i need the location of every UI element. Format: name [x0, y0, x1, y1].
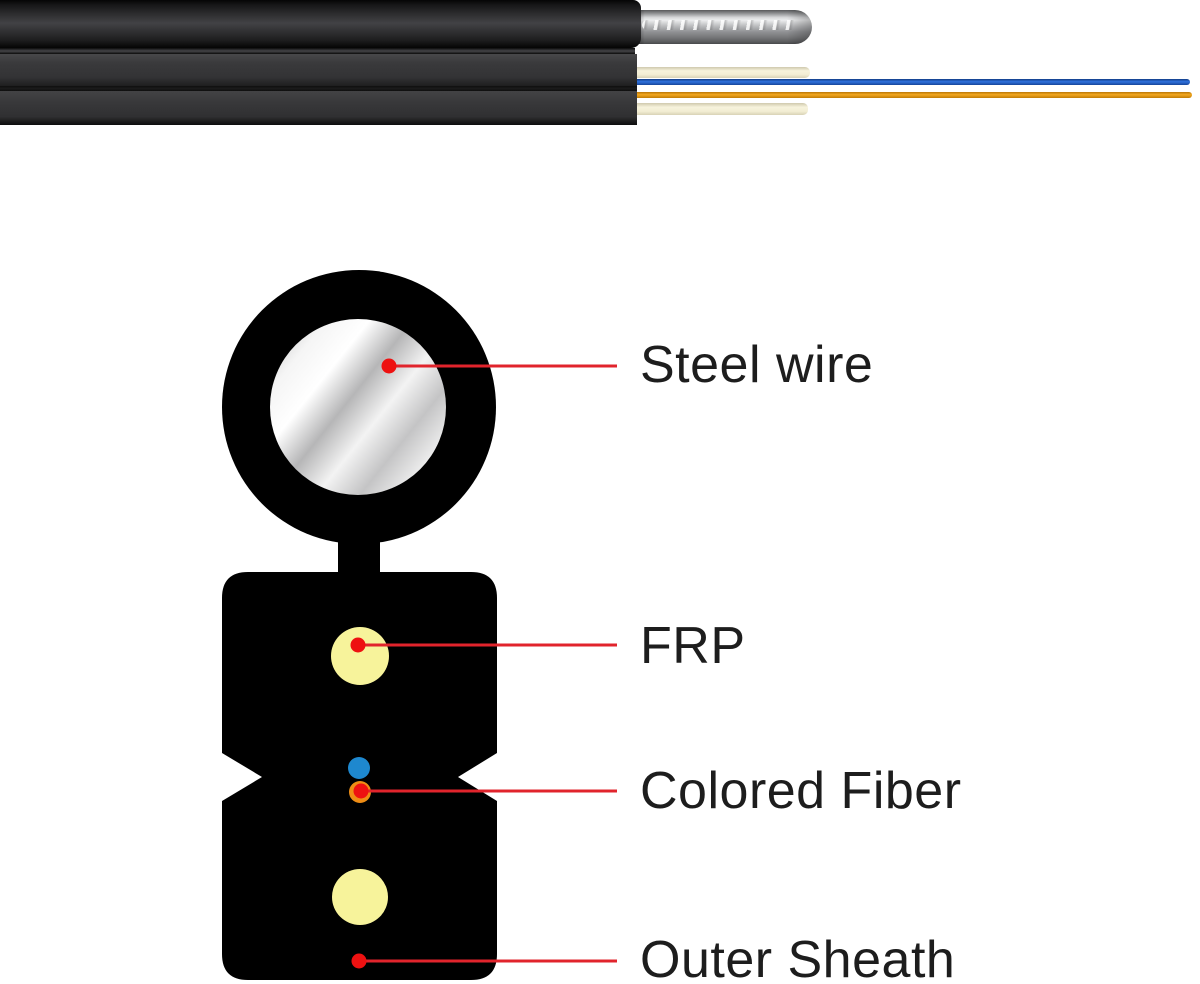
cable-messenger-tube [0, 0, 641, 48]
blue-fiber-dot [348, 757, 370, 779]
cable-web-neck [0, 48, 635, 54]
callout-dot-frp [350, 637, 366, 653]
steel-wire-core [270, 319, 446, 495]
label-frp: FRP [640, 616, 746, 675]
cable-body-lower [0, 91, 637, 125]
sheath-stem [338, 520, 380, 576]
frp-rod-bottom-circle [332, 869, 388, 925]
frp-rod-bottom-photo [634, 103, 808, 115]
callout-dot-outer-sheath [351, 953, 367, 969]
label-colored-fiber: Colored Fiber [640, 761, 962, 820]
frp-rod-top-photo [634, 67, 810, 78]
callout-dot-colored-fiber [353, 783, 369, 799]
blue-fiber-photo [634, 79, 1190, 85]
steel-wire-photo [634, 10, 812, 44]
frp-rod-top-circle [331, 627, 389, 685]
cable-body-seam [0, 86, 637, 91]
callout-dot-steel-wire [381, 358, 397, 374]
label-outer-sheath: Outer Sheath [640, 930, 956, 984]
steel-wire-strand-pattern [642, 20, 798, 30]
label-steel-wire: Steel wire [640, 335, 874, 394]
orange-fiber-photo [634, 92, 1192, 98]
cable-body-upper [0, 54, 637, 86]
